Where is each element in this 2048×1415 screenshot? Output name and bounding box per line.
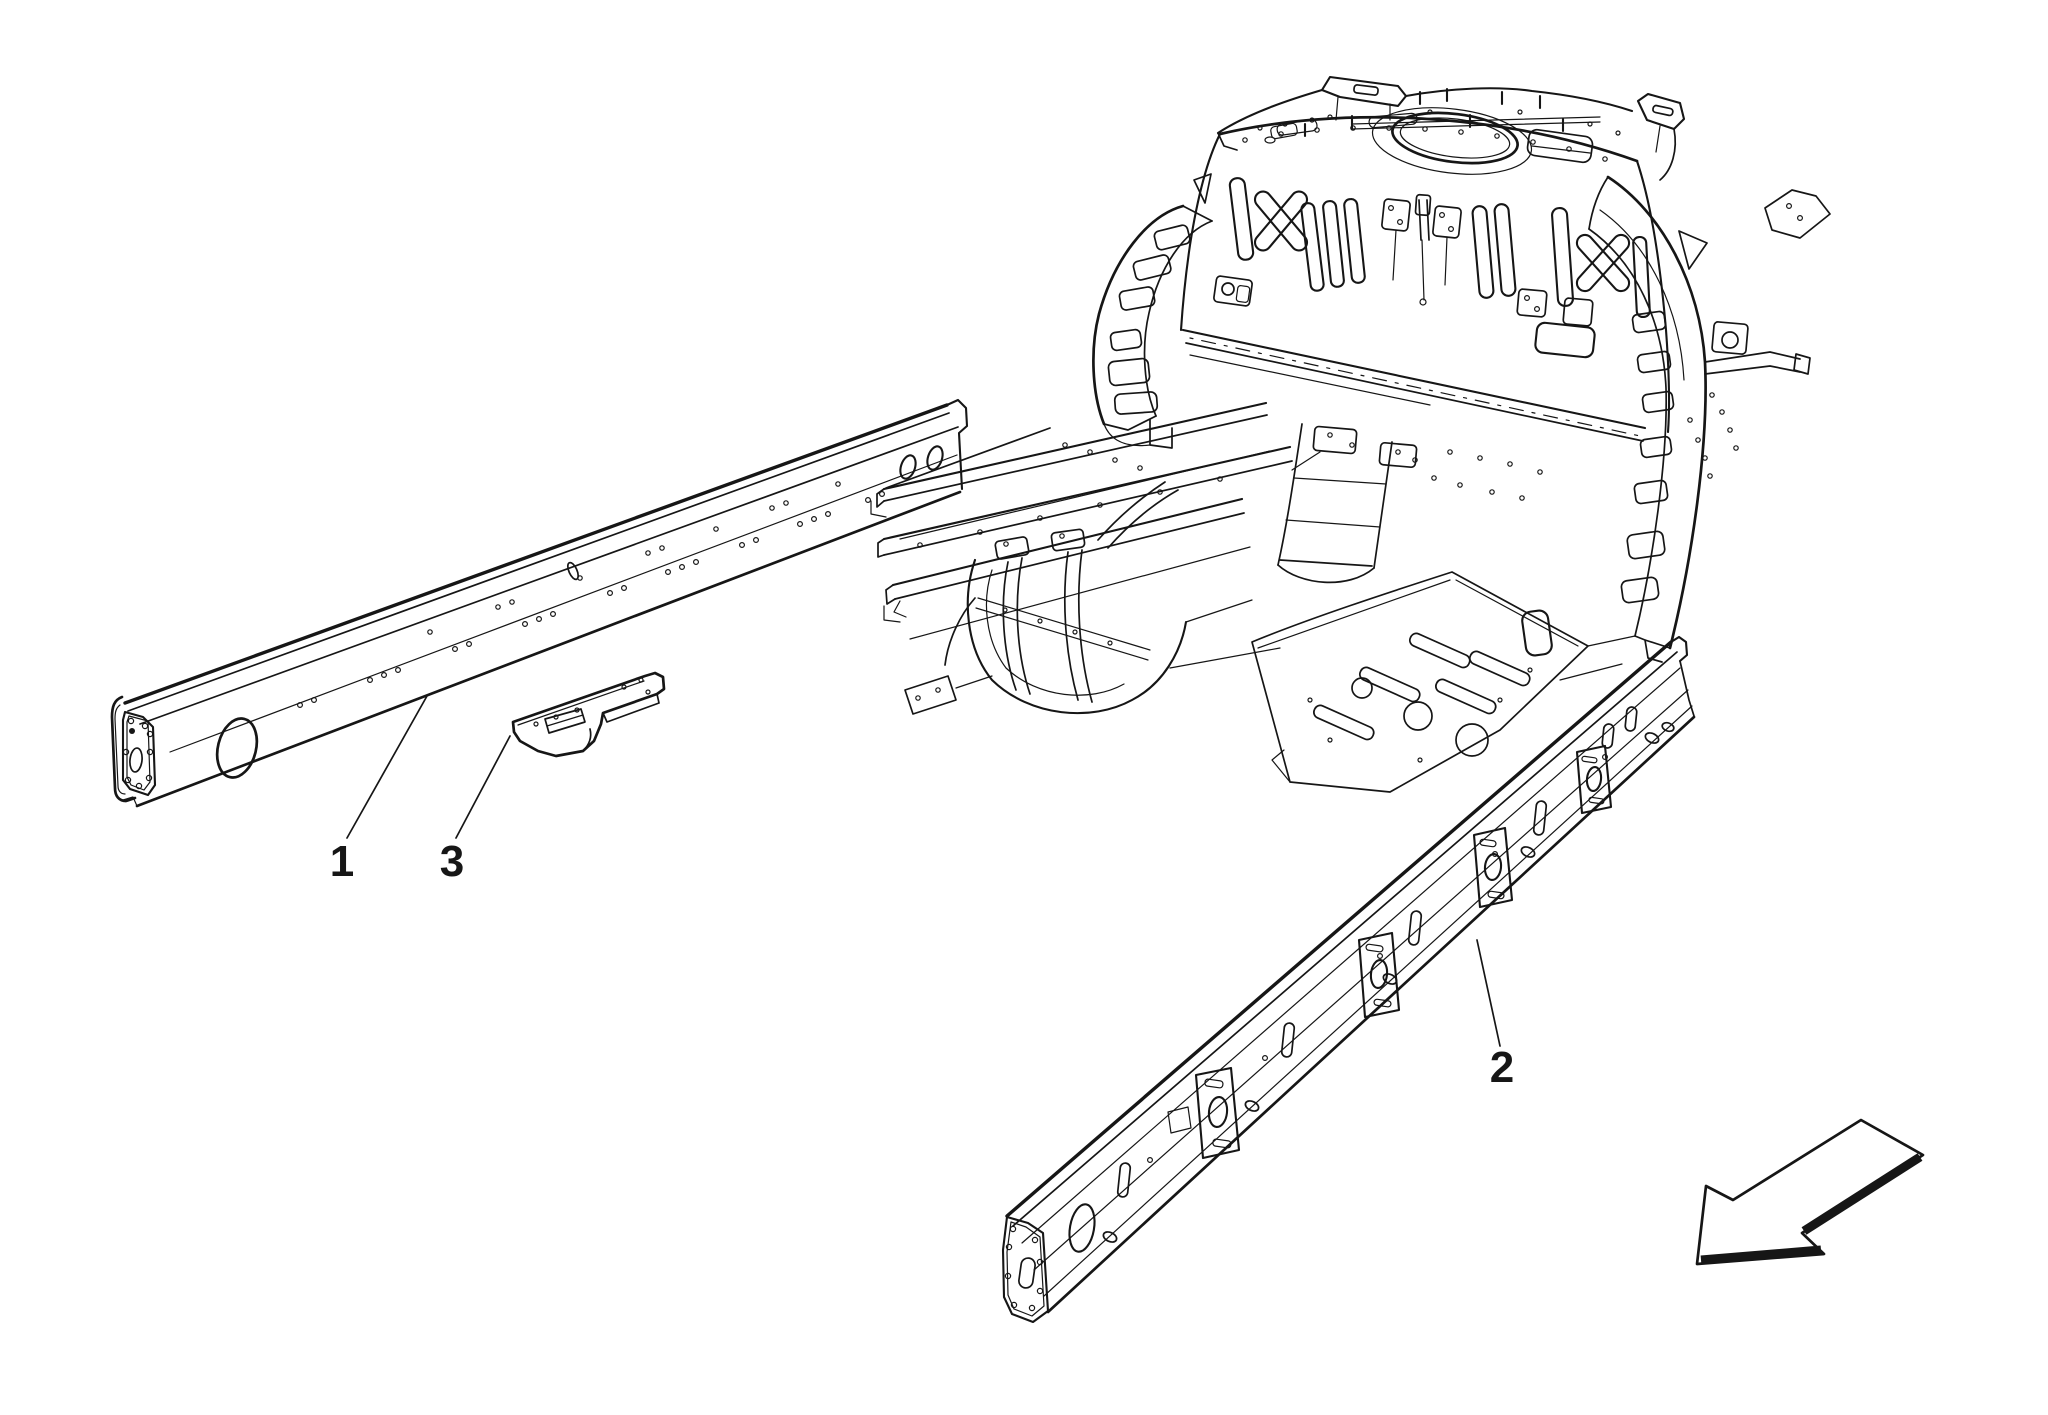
rail2-end-cap <box>1001 1215 1050 1324</box>
callout-2: 2 <box>1476 939 1514 1092</box>
rail1-bottom-edge <box>135 490 962 808</box>
left-wheel-arch <box>1092 204 1213 449</box>
chassis-assembly <box>870 75 1831 793</box>
part-1-side-rail <box>110 398 969 808</box>
rail2-bottom-edge <box>1046 715 1696 1314</box>
rail1-rivet-holes <box>297 481 885 708</box>
speaker-oval <box>1391 111 1519 165</box>
callout-1-label: 1 <box>330 837 354 886</box>
callout-3: 3 <box>440 735 511 886</box>
rail1-oval-hole <box>215 717 259 779</box>
leader-line-2 <box>1476 939 1501 1047</box>
part-3-bracket <box>511 671 666 758</box>
rail2-oval-hole <box>1068 1203 1096 1253</box>
callout-3-label: 3 <box>440 837 464 886</box>
parcel-shelf <box>1216 75 1831 239</box>
rail1-top-edge <box>123 403 949 705</box>
callouts: 1 3 2 <box>330 695 1514 1092</box>
leader-line-3 <box>455 735 511 839</box>
quarter-bracket <box>1764 189 1831 239</box>
rear-bulkhead-panel <box>1179 115 1671 434</box>
rail1-end-cap <box>121 710 157 797</box>
direction-arrow-icon <box>1695 1118 1925 1266</box>
callout-1: 1 <box>330 695 428 886</box>
callout-2-label: 2 <box>1490 1043 1514 1092</box>
ribbed-floor-panel <box>1251 571 1636 793</box>
part-2-sill-rail <box>1001 635 1696 1324</box>
leader-line-1 <box>346 695 428 839</box>
seat-crossmember <box>1181 328 1647 442</box>
central-tunnel <box>1277 423 1543 584</box>
rail2-brackets <box>1167 744 1613 1160</box>
right-wheel-arch <box>1588 175 1811 663</box>
rail2-top-edge <box>1005 640 1673 1218</box>
floor-rails <box>870 401 1293 661</box>
axle-dome <box>904 481 1281 715</box>
